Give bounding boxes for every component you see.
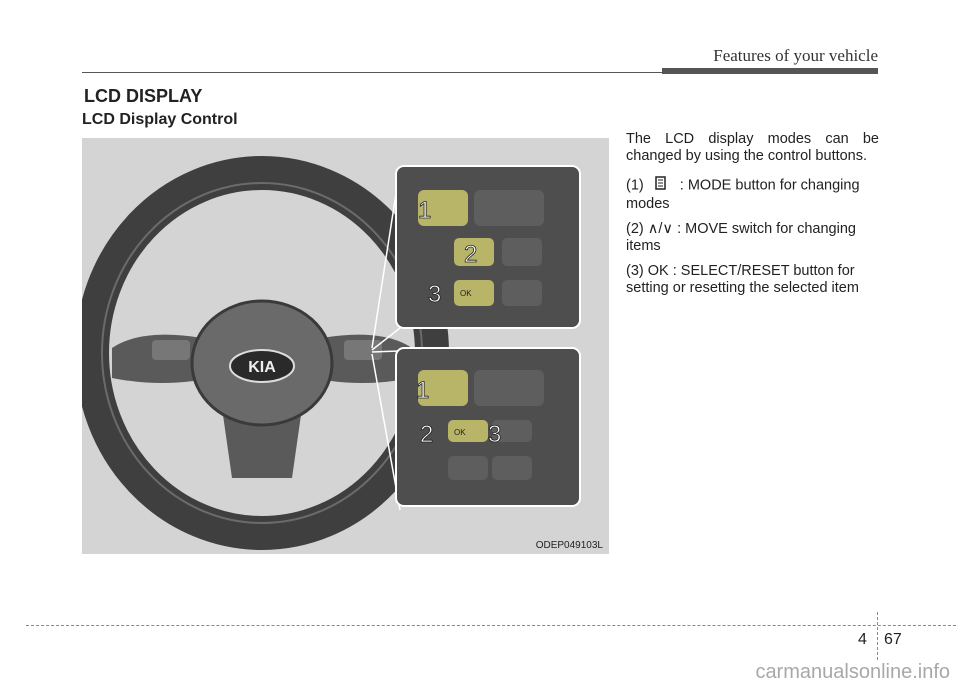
move-switch-symbol: ∧/∨ (647, 221, 674, 237)
item-number: (2) (626, 221, 644, 237)
watermark: carmanualsonline.info (755, 661, 950, 683)
callout-1-top: 1 (418, 197, 431, 224)
steering-wheel-figure: KIA 1 2 3 OK (82, 138, 609, 554)
callout-3-bottom: 3 (488, 421, 501, 448)
callout-2-bottom: 2 (420, 421, 433, 448)
footer-dashed-rule (26, 625, 956, 626)
page-number: 67 (884, 631, 902, 648)
item-description: : MODE button for changing modes (626, 177, 860, 212)
item-description: : MOVE switch for changing items (626, 221, 856, 254)
inset-top: 1 2 3 OK (395, 165, 581, 329)
callout-2-top: 2 (464, 241, 477, 268)
list-item-ok: (3) OK : SELECT/RESET button for setting… (626, 263, 879, 297)
item-description: : SELECT/RESET button for setting or res… (626, 263, 859, 296)
section-title: LCD DISPLAY (84, 86, 203, 106)
list-item-mode: (1) : MODE button for changing modes (626, 175, 879, 213)
intro-paragraph: The LCD display modes can be changed by … (626, 131, 879, 164)
wheel-spoke-bottom (222, 408, 302, 478)
sub-title: LCD Display Control (82, 111, 238, 128)
header-rule-thick (662, 68, 878, 74)
header-rule-thin (82, 72, 878, 73)
steering-wheel-illustration: KIA 1 2 3 OK (82, 156, 581, 550)
callout-1-bottom: 1 (416, 377, 429, 404)
callout-3-top: 3 (428, 281, 441, 308)
description-text: The LCD display modes can be changed by … (626, 131, 879, 305)
inset-bottom: 1 2 3 OK (395, 347, 581, 507)
chapter-number: 4 (858, 631, 867, 648)
svg-text:OK: OK (454, 428, 466, 437)
mode-button-icon (648, 175, 676, 196)
kia-logo (229, 349, 295, 383)
footer-separator (877, 612, 878, 660)
figure-code: ODEP049103L (535, 540, 603, 551)
page-header: Features of your vehicle (713, 46, 878, 65)
svg-text:OK: OK (460, 289, 472, 298)
item-number: (3) OK (626, 263, 669, 279)
svg-text:KIA: KIA (248, 359, 276, 376)
item-number: (1) (626, 177, 644, 194)
list-item-move: (2) ∧/∨ : MOVE switch for changing items (626, 221, 879, 255)
